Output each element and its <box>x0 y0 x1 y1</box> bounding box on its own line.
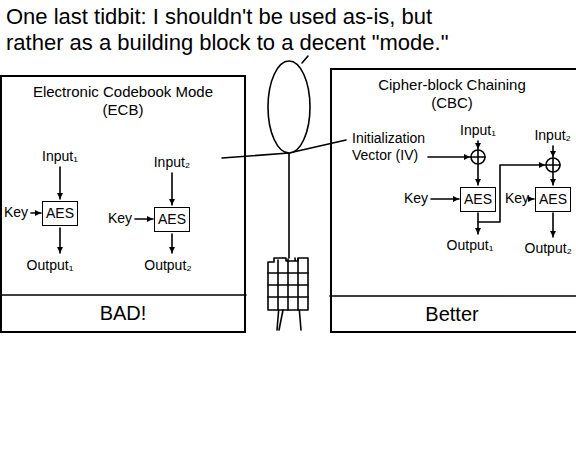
output-label: Output₁ <box>27 257 74 274</box>
block-label: AES <box>464 191 492 208</box>
key-arrow <box>530 198 534 200</box>
output-arrow <box>171 234 173 253</box>
stick-head <box>268 61 310 153</box>
panel-heading: Electronic Codebook Mode (ECB) <box>2 83 244 119</box>
mode-panel: Electronic Codebook Mode (ECB) BAD! AES AES <box>0 75 246 333</box>
aes-block: AES <box>460 187 496 212</box>
block-label: AES <box>539 191 567 208</box>
block-label: AES <box>46 205 74 222</box>
output-label: Output₂ <box>144 257 191 274</box>
output-label: Output₁ <box>447 237 494 254</box>
input-label: Input₂ <box>154 154 191 171</box>
aes-block: AES <box>42 201 78 226</box>
speech-text: One last tidbit: I shouldn't be used as-… <box>6 4 466 56</box>
block-grid-lines <box>268 259 308 310</box>
iv-label: Initialization Vector (IV) <box>352 130 447 164</box>
panel-heading: Cipher-block Chaining (CBC) <box>332 76 576 112</box>
input-arrow <box>552 146 554 157</box>
output-label: Output₂ <box>525 240 572 257</box>
xor-cross <box>546 158 560 172</box>
key-label: Key <box>108 210 132 227</box>
xor-arrow <box>552 173 554 185</box>
output-arrow <box>552 213 554 237</box>
output-arrow <box>477 213 479 234</box>
aes-block: AES <box>154 207 190 232</box>
stick-arm <box>222 153 289 158</box>
iv-arrow <box>428 156 470 158</box>
aes-block: AES <box>535 187 571 212</box>
stick-leg <box>279 310 283 330</box>
speech-tick <box>302 56 308 63</box>
input-label: Input₁ <box>42 148 78 165</box>
input-arrow <box>171 173 173 205</box>
key-arrow <box>135 218 153 220</box>
block-grid <box>268 258 308 310</box>
xor-symbol <box>546 158 560 172</box>
input-arrow <box>477 141 479 149</box>
key-label: Key <box>505 190 529 207</box>
stick-body <box>288 153 290 258</box>
input-label: Input₁ <box>460 122 496 139</box>
xor-symbol <box>471 150 485 164</box>
xor-arrow <box>477 165 479 185</box>
band-divider <box>0 294 246 296</box>
xor-cross <box>471 150 485 164</box>
band-divider <box>330 295 576 297</box>
key-arrow <box>31 212 41 214</box>
input-arrow <box>59 167 61 199</box>
key-label: Key <box>404 190 428 207</box>
key-label: Key <box>4 204 28 221</box>
panel-verdict: Better <box>332 296 576 331</box>
output-arrow <box>59 228 61 253</box>
panel-verdict: BAD! <box>2 295 244 331</box>
key-arrow <box>431 198 459 200</box>
block-label: AES <box>158 211 186 228</box>
input-label: Input₂ <box>534 127 571 144</box>
mode-panel: Cipher-block Chaining (CBC) Better AES AES <box>330 68 576 333</box>
